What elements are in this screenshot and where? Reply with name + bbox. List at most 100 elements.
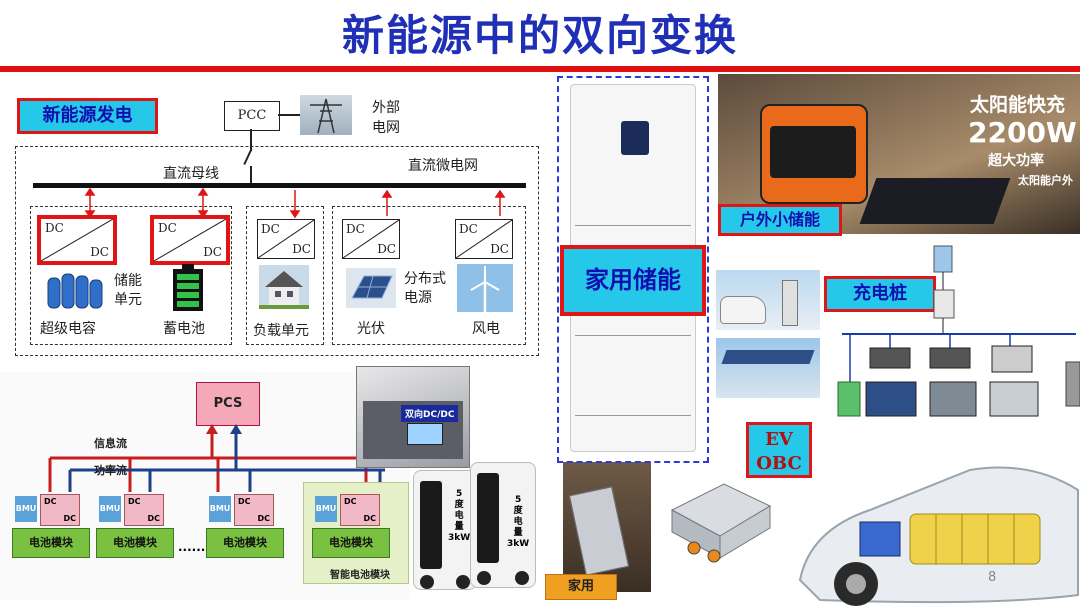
obc-module-illustration xyxy=(670,483,772,563)
load-unit-group xyxy=(246,206,324,345)
storage-unit-group xyxy=(30,206,232,345)
dc-bus-bar xyxy=(33,183,526,188)
bmu-label: BMU xyxy=(315,496,337,522)
converter-label-bottom: DC xyxy=(377,242,396,256)
dc-converter-block: DC DC xyxy=(234,494,274,526)
ellipsis: ...... xyxy=(178,540,206,554)
smart-battery-module-label: 智能电池模块 xyxy=(330,570,390,581)
dc-converter-block: DC DC xyxy=(340,494,380,526)
wheel xyxy=(477,571,491,585)
battery-module-4: BMU DC DC 电池模块 xyxy=(312,492,392,560)
distributed-source-group xyxy=(332,206,526,345)
unit-capacity-label: 5 度 电 量 3kW xyxy=(448,489,471,543)
converter-pv: DC DC xyxy=(342,219,400,259)
pcc-box: PCC xyxy=(224,101,280,131)
converter-load: DC DC xyxy=(257,219,315,259)
converter-label-top: DC xyxy=(45,221,64,235)
converter-diagonal xyxy=(41,219,113,261)
transmission-tower-photo xyxy=(300,95,352,135)
bmu-label: BMU xyxy=(15,496,37,522)
converter-diagonal xyxy=(154,219,226,261)
converter-diagonal xyxy=(343,220,399,258)
unit-capacity-label: 5 度 电 量 3kW xyxy=(507,495,530,549)
power-flow-label: 功率流 xyxy=(94,464,127,477)
page-number: 8 xyxy=(988,570,997,585)
cabinet-seam xyxy=(575,335,691,336)
converter-label-bottom: DC xyxy=(292,242,311,256)
portable-storage-unit-1: 5 度 电 量 3kW xyxy=(413,470,477,590)
pcc-switch-line xyxy=(250,129,252,151)
converter-supercap: DC DC xyxy=(37,215,117,265)
battery-module-label: 电池模块 xyxy=(206,528,284,558)
battery-module-3: BMU DC DC 电池模块 xyxy=(206,492,286,560)
pcs-box: PCS xyxy=(196,382,260,426)
battery-module-label: 电池模块 xyxy=(312,528,390,558)
ad-line-4: 太阳能户外 xyxy=(1018,174,1073,187)
wind-turbine-icon xyxy=(457,264,513,312)
home-storage-frame xyxy=(557,76,709,463)
wheel xyxy=(456,575,470,589)
battery-module-2: BMU DC DC 电池模块 xyxy=(96,492,176,560)
converter-label-top: DC xyxy=(261,222,280,236)
converter-label-bottom: DC xyxy=(90,245,109,259)
dc-label: DC xyxy=(257,514,270,523)
label-storage-battery: 蓄电池 xyxy=(163,321,205,337)
portable-storage-unit-2: 5 度 电 量 3kW xyxy=(470,462,536,588)
ad-line-3: 超大功率 xyxy=(988,153,1044,169)
distributed-source-label: 分布式 电源 xyxy=(404,271,446,306)
unit-panel xyxy=(420,481,442,569)
obc-module-photo xyxy=(664,470,774,570)
label-pv: 光伏 xyxy=(357,321,385,337)
dc-label: DC xyxy=(238,497,251,506)
bus-flow-arrows xyxy=(84,187,506,219)
battery-icon xyxy=(173,264,203,311)
tag-renewable-generation: 新能源发电 xyxy=(17,98,158,134)
dc-microgrid-label: 直流微电网 xyxy=(408,158,478,174)
dc-label: DC xyxy=(44,497,57,506)
dc-bus-label: 直流母线 xyxy=(163,166,219,182)
page-title: 新能源中的双向变换 xyxy=(341,11,738,60)
ev-cutaway-photo xyxy=(790,430,1080,607)
ev-car-illustration xyxy=(798,466,1079,606)
house-icon xyxy=(259,265,309,309)
converter-label-top: DC xyxy=(459,222,478,236)
dc-label: DC xyxy=(63,514,76,523)
cabinet-seam xyxy=(575,225,691,226)
home-use-label: 家用 xyxy=(545,574,617,600)
wheel xyxy=(420,575,434,589)
bmu-label: BMU xyxy=(209,496,231,522)
converter-diagonal xyxy=(456,220,512,258)
tag-charging-pile: 充电桩 xyxy=(824,276,936,312)
solar-carport-photo xyxy=(716,338,820,398)
ad-line-2: 2200W xyxy=(968,116,1077,149)
battery-module-1: BMU DC DC 电池模块 xyxy=(12,492,92,560)
cabinet-display xyxy=(621,121,649,155)
supercapacitor-icon xyxy=(47,273,103,309)
dc-label: DC xyxy=(147,514,160,523)
converter-diagonal xyxy=(258,220,314,258)
wheel xyxy=(515,571,529,585)
converter-label-top: DC xyxy=(346,222,365,236)
dcdc-screen xyxy=(407,423,443,445)
solar-panel-icon xyxy=(346,268,396,308)
bidirectional-dcdc-unit: 双向DC/DC xyxy=(356,366,470,468)
dcdc-label: 双向DC/DC xyxy=(401,405,459,422)
cabinet-seam xyxy=(575,415,691,416)
power-station xyxy=(760,104,868,204)
converter-label-bottom: DC xyxy=(490,242,509,256)
power-station-panel xyxy=(770,126,856,178)
label-load-unit: 负载单元 xyxy=(253,323,309,339)
dc-label: DC xyxy=(363,514,376,523)
external-grid-label: 外部 电网 xyxy=(372,100,400,136)
bmu-label: BMU xyxy=(99,496,121,522)
tower-icon xyxy=(310,98,342,134)
pcc-to-grid-line xyxy=(278,114,300,116)
label-wind: 风电 xyxy=(472,321,500,337)
tag-ev-obc: EV OBC xyxy=(746,422,812,478)
pcc-switch-lower xyxy=(250,166,252,184)
tag-home-storage: 家用储能 xyxy=(560,245,706,316)
car-shape xyxy=(720,296,766,324)
trolley-storage xyxy=(568,486,630,576)
title-divider xyxy=(0,66,1080,72)
ad-line-1: 太阳能快充 xyxy=(970,94,1066,116)
